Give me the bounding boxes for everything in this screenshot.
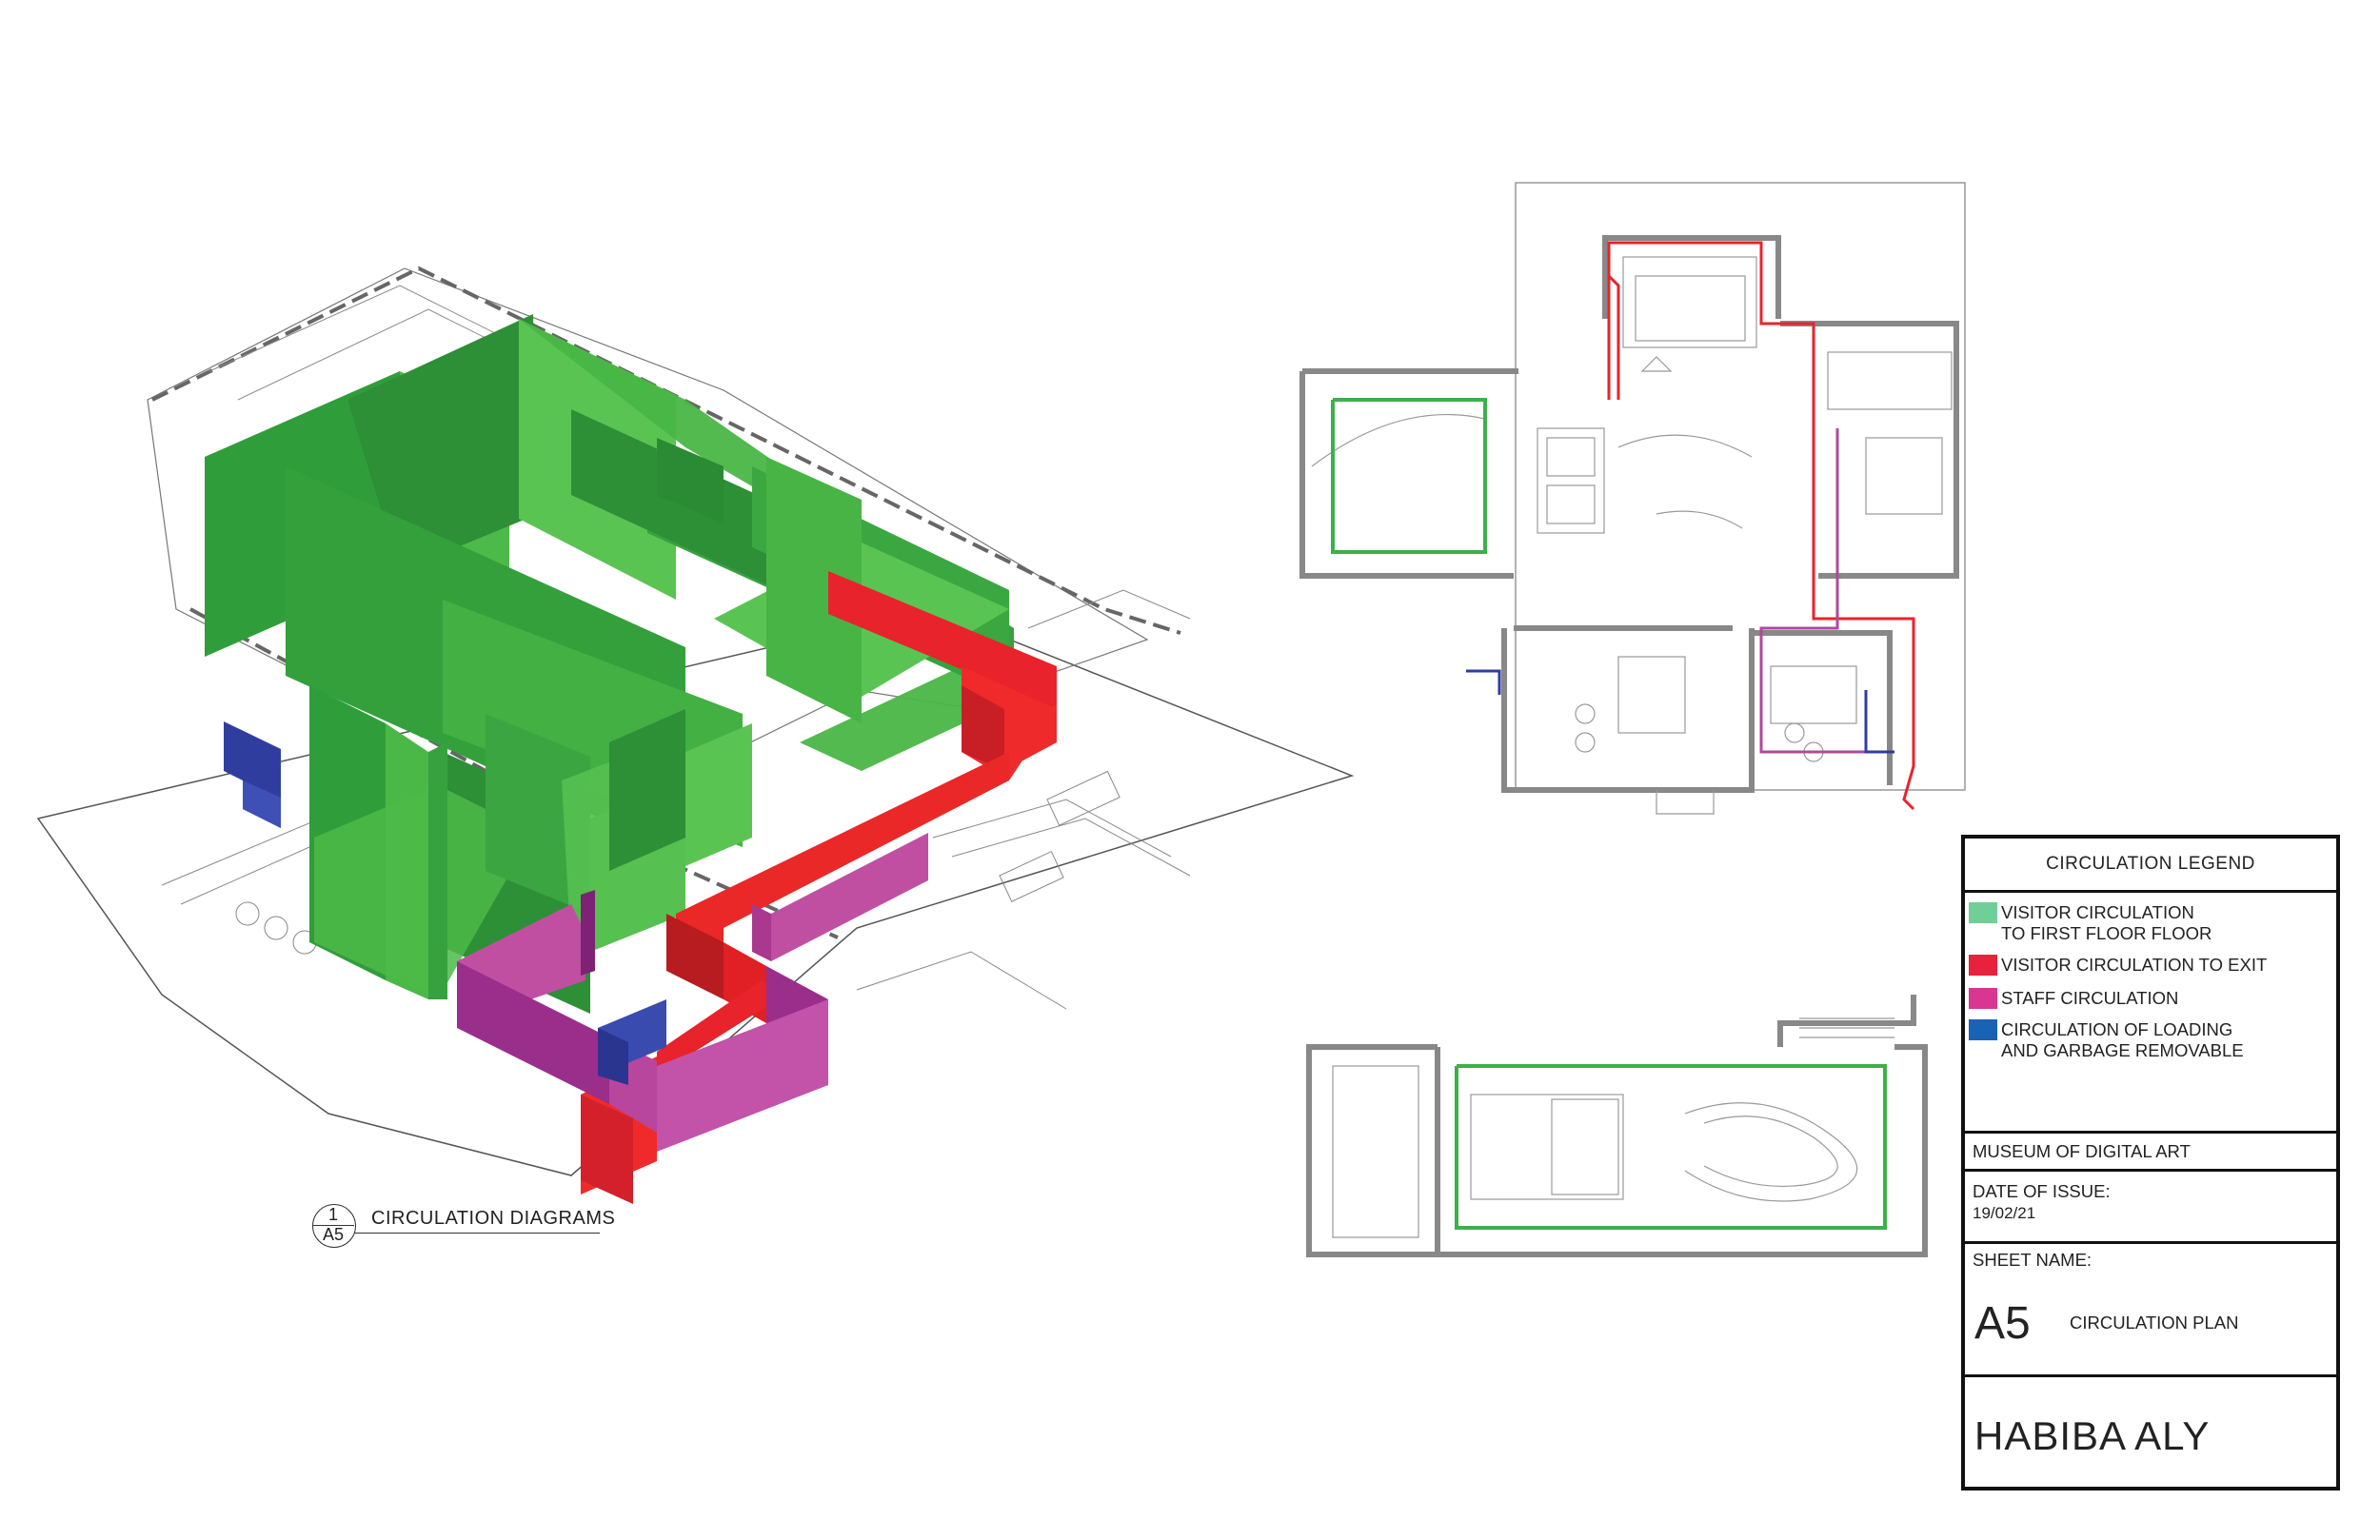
visitor-first-floor-volumes: [205, 314, 1014, 1014]
sheet-info: SHEET NAME: A5 CIRCULATION PLAN: [1965, 1244, 2336, 1377]
plan-visitor-first-floor-route: [1331, 398, 1487, 554]
first-floor-circulation-plan: [1299, 182, 1966, 815]
plan-staff-route: [1759, 428, 1866, 754]
legend-label: VISITOR CIRCULATION TO EXIT: [2001, 955, 2268, 975]
legend-item-visitor-exit: VISITOR CIRCULATION TO EXIT: [1969, 955, 2267, 976]
plan-visitor-exit-route: [1607, 241, 1915, 811]
callout-underline: [354, 1233, 600, 1234]
upper-plan-walls: [1306, 995, 1928, 1257]
plan-loading-route-2: [1864, 690, 1894, 754]
legend-label: STAFF CIRCULATION: [2001, 988, 2179, 1008]
sheet-title: CIRCULATION PLAN: [2070, 1313, 2239, 1333]
date-value: 19/02/21: [1973, 1204, 2036, 1222]
legend-swatch: [1969, 955, 1997, 976]
drawing-callout: 1 A5 CIRCULATION DIAGRAMS: [312, 1204, 617, 1261]
legend-swatch: [1969, 1019, 1997, 1040]
legend-label: CIRCULATION OF LOADING AND GARBAGE REMOV…: [2001, 1019, 2244, 1060]
legend-item-staff: STAFF CIRCULATION: [1969, 988, 2178, 1009]
plan-loading-route: [1466, 669, 1501, 695]
plan-visitor-exit-route-2: [1607, 274, 1620, 400]
legend-swatch: [1969, 988, 1997, 1009]
author-name: HABIBA ALY: [1974, 1413, 2211, 1458]
author-block: HABIBA ALY: [1965, 1377, 2336, 1491]
project-name: MUSEUM OF DIGITAL ART: [1965, 1134, 2336, 1172]
callout-sheet: A5: [322, 1225, 345, 1244]
upper-floor-wall: [151, 266, 1181, 635]
loading-circulation-volumes: [224, 721, 666, 1085]
callout-divider: [312, 1225, 354, 1226]
title-block: CIRCULATION LEGEND VISITOR CIRCULATION T…: [1961, 835, 2340, 1491]
plan-walls: [1299, 235, 1959, 793]
legend-item-loading: CIRCULATION OF LOADING AND GARBAGE REMOV…: [1969, 1019, 2244, 1061]
legend-title: CIRCULATION LEGEND: [1965, 839, 2336, 893]
second-floor-circulation-plan: [1306, 995, 1928, 1257]
staff-circulation-volumes: [457, 833, 928, 1152]
upper-plan-visitor-route: [1455, 1064, 1887, 1230]
callout-title: CIRCULATION DIAGRAMS: [371, 1208, 616, 1229]
callout-number: 1: [327, 1205, 338, 1224]
upper-plan-interior: [1332, 1017, 1894, 1238]
plan-interior: [1311, 256, 1953, 815]
circulation-legend: VISITOR CIRCULATION TO FIRST FLOOR FLOOR…: [1965, 893, 2336, 1134]
sheet-number: A5: [1974, 1298, 2031, 1349]
date-label: DATE OF ISSUE:: [1973, 1181, 2111, 1201]
legend-swatch: [1969, 902, 1997, 923]
date-of-issue: DATE OF ISSUE: 19/02/21: [1965, 1172, 2336, 1244]
legend-label: VISITOR CIRCULATION TO FIRST FLOOR FLOOR: [2001, 902, 2212, 943]
sheet-label: SHEET NAME:: [1973, 1250, 2092, 1270]
plan-site-boundary: [1515, 182, 1966, 791]
axonometric-diagram: [36, 266, 1355, 1204]
legend-item-visitor-first-floor: VISITOR CIRCULATION TO FIRST FLOOR FLOOR: [1969, 902, 2211, 944]
callout-circle: [312, 1204, 356, 1248]
